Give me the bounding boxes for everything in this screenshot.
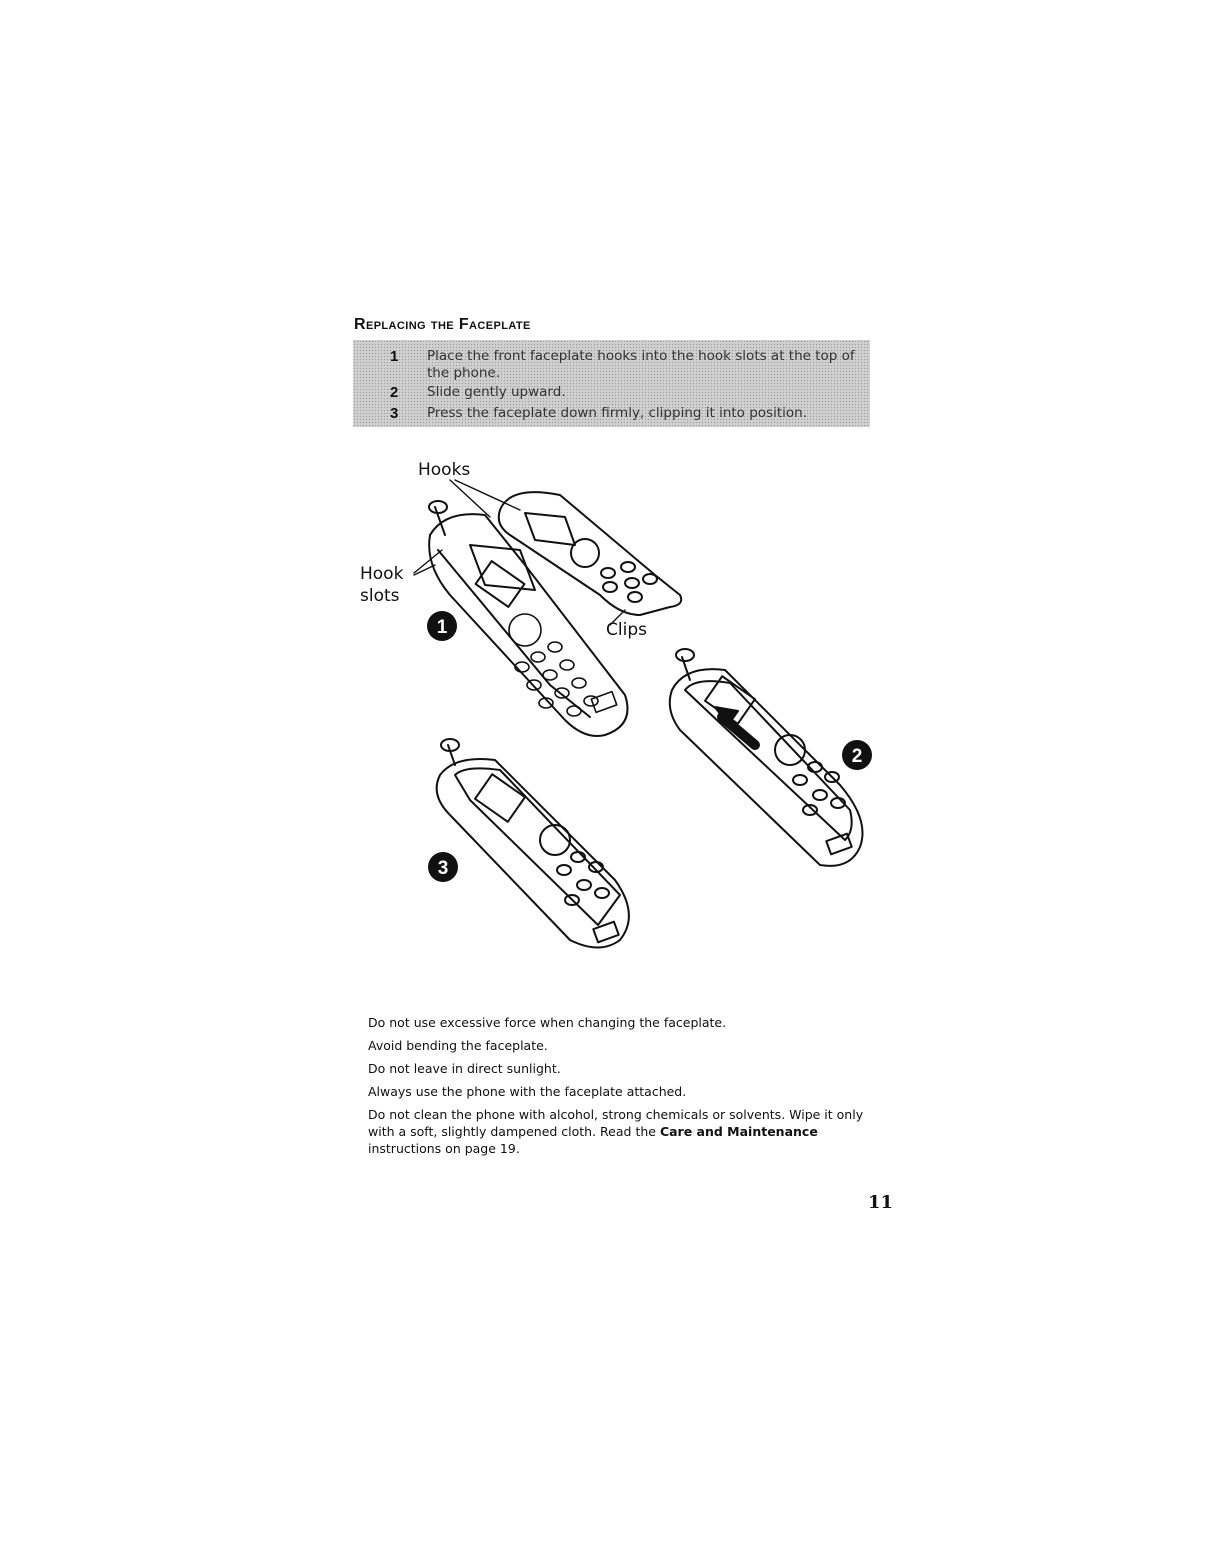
note-5: Do not clean the phone with alcohol, str… [368,1106,878,1157]
label-hooks: Hooks [418,460,470,480]
marker-3: 3 [438,858,449,879]
step-number: 1 [390,348,398,365]
note-3: Do not leave in direct sunlight. [368,1060,878,1077]
faceplate-1 [499,492,682,615]
notes-block: Do not use excessive force when changing… [368,1014,878,1163]
step-text: Place the front faceplate hooks into the… [427,348,867,382]
note-4: Always use the phone with the faceplate … [368,1083,878,1100]
page-number: 11 [868,1192,893,1213]
label-hook-slots: Hook slots [360,563,403,607]
care-maintenance-reference: Care and Maintenance [660,1124,818,1139]
note-2: Avoid bending the faceplate. [368,1037,878,1054]
phone-2-body [670,649,863,866]
phone-diagram: 1 2 3 [350,455,890,975]
steps-box: 1 Place the front faceplate hooks into t… [353,340,870,427]
step-number: 3 [390,405,398,422]
label-clips: Clips [606,620,647,640]
marker-2: 2 [852,746,863,767]
leader-lines [414,480,625,625]
note-5-text-end: instructions on page 19. [368,1141,520,1156]
phone-3-body [437,739,629,948]
section-heading: Replacing the Faceplate [354,316,531,334]
step-text: Slide gently upward. [427,384,867,401]
marker-1: 1 [437,617,448,638]
phone-1-keypad [509,614,617,716]
step-number: 2 [390,384,398,401]
faceplate-illustration: 1 2 3 Hooks Hook slots Clips [350,455,890,975]
step-text: Press the faceplate down firmly, clippin… [427,405,867,422]
note-1: Do not use excessive force when changing… [368,1014,878,1031]
